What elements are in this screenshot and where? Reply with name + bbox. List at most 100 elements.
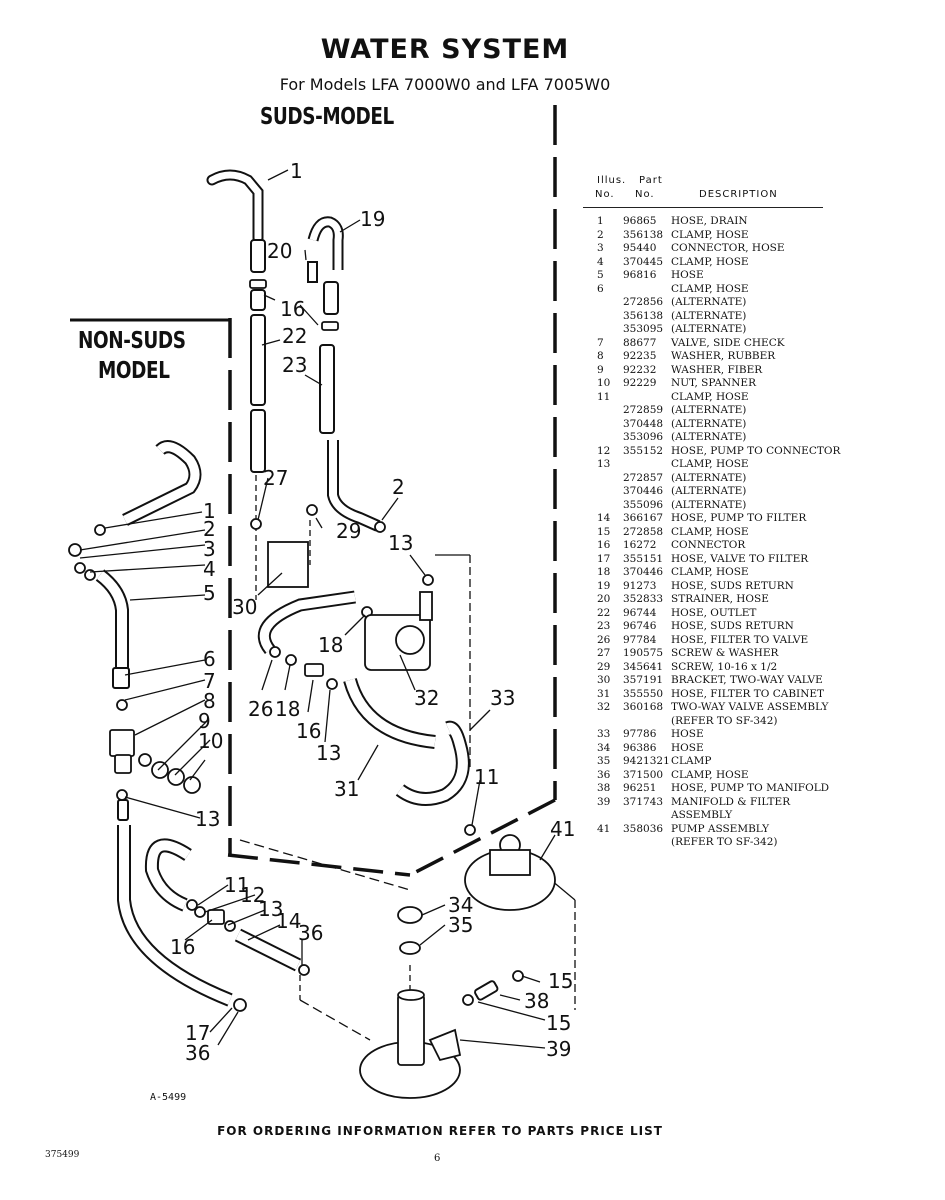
part-description: CLAMP <box>671 755 712 767</box>
illus-number: 35 <box>597 755 611 767</box>
part-no-header: No. <box>635 189 655 200</box>
part-description: (ALTERNATE) <box>671 417 747 430</box>
part-number: 96816 <box>623 269 657 281</box>
callout-number: 13 <box>316 741 341 765</box>
parts-row: 370448 (ALTERNATE) <box>583 418 840 432</box>
part-number: 272859 <box>623 404 664 416</box>
part-description: NUT, SPANNER <box>671 377 756 389</box>
illus-number: 5 <box>597 269 604 281</box>
part-description: (REFER TO SF-342) <box>671 714 778 727</box>
callout-number: 36 <box>185 1041 210 1065</box>
illus-number <box>583 472 623 486</box>
part-description: WASHER, FIBER <box>671 363 763 376</box>
parts-row: 272856(ALTERNATE) <box>583 296 840 310</box>
part-number: 370445 <box>623 255 664 268</box>
part-description: MANIFOLD & FILTER <box>671 795 791 808</box>
callout-number: 4 <box>203 557 216 581</box>
callout-number: 12 <box>240 883 265 907</box>
part-description: HOSE, PUMP TO CONNECTOR <box>671 444 841 457</box>
part-number: 355096 <box>623 498 664 511</box>
callout-number: 2 <box>392 475 405 499</box>
callout-number: 16 <box>280 297 305 321</box>
part-number: 370448 <box>623 417 664 430</box>
callout-number: 16 <box>296 719 321 743</box>
page-number: 6 <box>434 1153 441 1164</box>
part-description: STRAINER, HOSE <box>671 593 769 605</box>
illus-number: 19 <box>597 579 611 592</box>
models-subtitle: For Models LFA 7000W0 and LFA 7005W0 <box>279 75 611 94</box>
illus-number: 3 <box>597 242 604 254</box>
part-description: VALVE, SIDE CHECK <box>671 336 785 349</box>
illus-number: 13 <box>597 458 611 470</box>
part-number <box>623 809 671 823</box>
description-header: DESCRIPTION <box>699 189 778 200</box>
parts-list-header: Illus. Part No. No. DESCRIPTION <box>583 175 840 208</box>
callout-number: 13 <box>195 807 220 831</box>
suds-model-heading: SUDS-MODEL <box>260 104 394 130</box>
illus-number <box>583 499 623 513</box>
part-number: 371743 <box>623 795 664 808</box>
callout-number: 1 <box>290 159 303 183</box>
parts-row: 370446(ALTERNATE) <box>583 485 840 499</box>
callout-number: 15 <box>546 1011 571 1035</box>
part-number: 96746 <box>623 620 657 632</box>
part-number: 88677 <box>623 336 657 349</box>
illus-number: 17 <box>597 552 611 565</box>
ordering-note: FOR ORDERING INFORMATION REFER TO PARTS … <box>217 1124 663 1138</box>
callout-number: 15 <box>548 969 573 993</box>
leader-lines <box>79 169 556 1049</box>
part-description: BRACKET, TWO-WAY VALVE <box>671 674 823 686</box>
illus-number: 29 <box>597 660 611 673</box>
part-number: 360168 <box>623 701 664 713</box>
part-description: (ALTERNATE) <box>671 471 747 484</box>
part-number: 91273 <box>623 579 657 592</box>
part-description: HOSE, SUDS RETURN <box>671 579 794 592</box>
callout-number: 7 <box>203 669 216 693</box>
part-number: 355152 <box>623 444 664 457</box>
part-description: (ALTERNATE) <box>671 309 747 322</box>
callout-number: 35 <box>448 913 473 937</box>
illus-number: 15 <box>597 525 611 538</box>
part-number: 345641 <box>623 660 664 673</box>
callout-number: 18 <box>275 697 300 721</box>
illus-number: 7 <box>597 336 604 349</box>
callout-number: 3 <box>203 537 216 561</box>
part-number: 358036 <box>623 822 664 835</box>
part-description: (ALTERNATE) <box>671 296 747 308</box>
callout-number: 30 <box>232 595 257 619</box>
doc-number: 375499 <box>45 1150 80 1160</box>
illus-number <box>583 485 623 499</box>
callout-number: 2 <box>203 517 216 541</box>
parts-row: 19 91273 HOSE, SUDS RETURN <box>583 580 840 594</box>
callout-number: 18 <box>318 633 343 657</box>
illus-number: 34 <box>597 741 611 754</box>
part-description: CLAMP, HOSE <box>671 282 749 295</box>
parts-row: 7 88677 VALVE, SIDE CHECK <box>583 337 840 351</box>
parts-row: ASSEMBLY <box>583 809 840 823</box>
callout-number: 27 <box>263 466 288 490</box>
illus-number: 33 <box>597 728 611 740</box>
callout-number: 5 <box>203 581 216 605</box>
illus-number: 23 <box>597 620 611 632</box>
part-number: 96744 <box>623 606 657 619</box>
part-description: HOSE, PUMP TO FILTER <box>671 512 807 524</box>
illus-number: 12 <box>597 444 611 457</box>
illus-number <box>583 323 623 337</box>
part-number: 370446 <box>623 485 664 497</box>
illus-number: 11 <box>597 390 611 403</box>
callout-number: 32 <box>414 686 439 710</box>
figure-id: A-5499 <box>150 1092 187 1103</box>
nonsuds-model-heading-line2: MODEL <box>98 358 170 384</box>
